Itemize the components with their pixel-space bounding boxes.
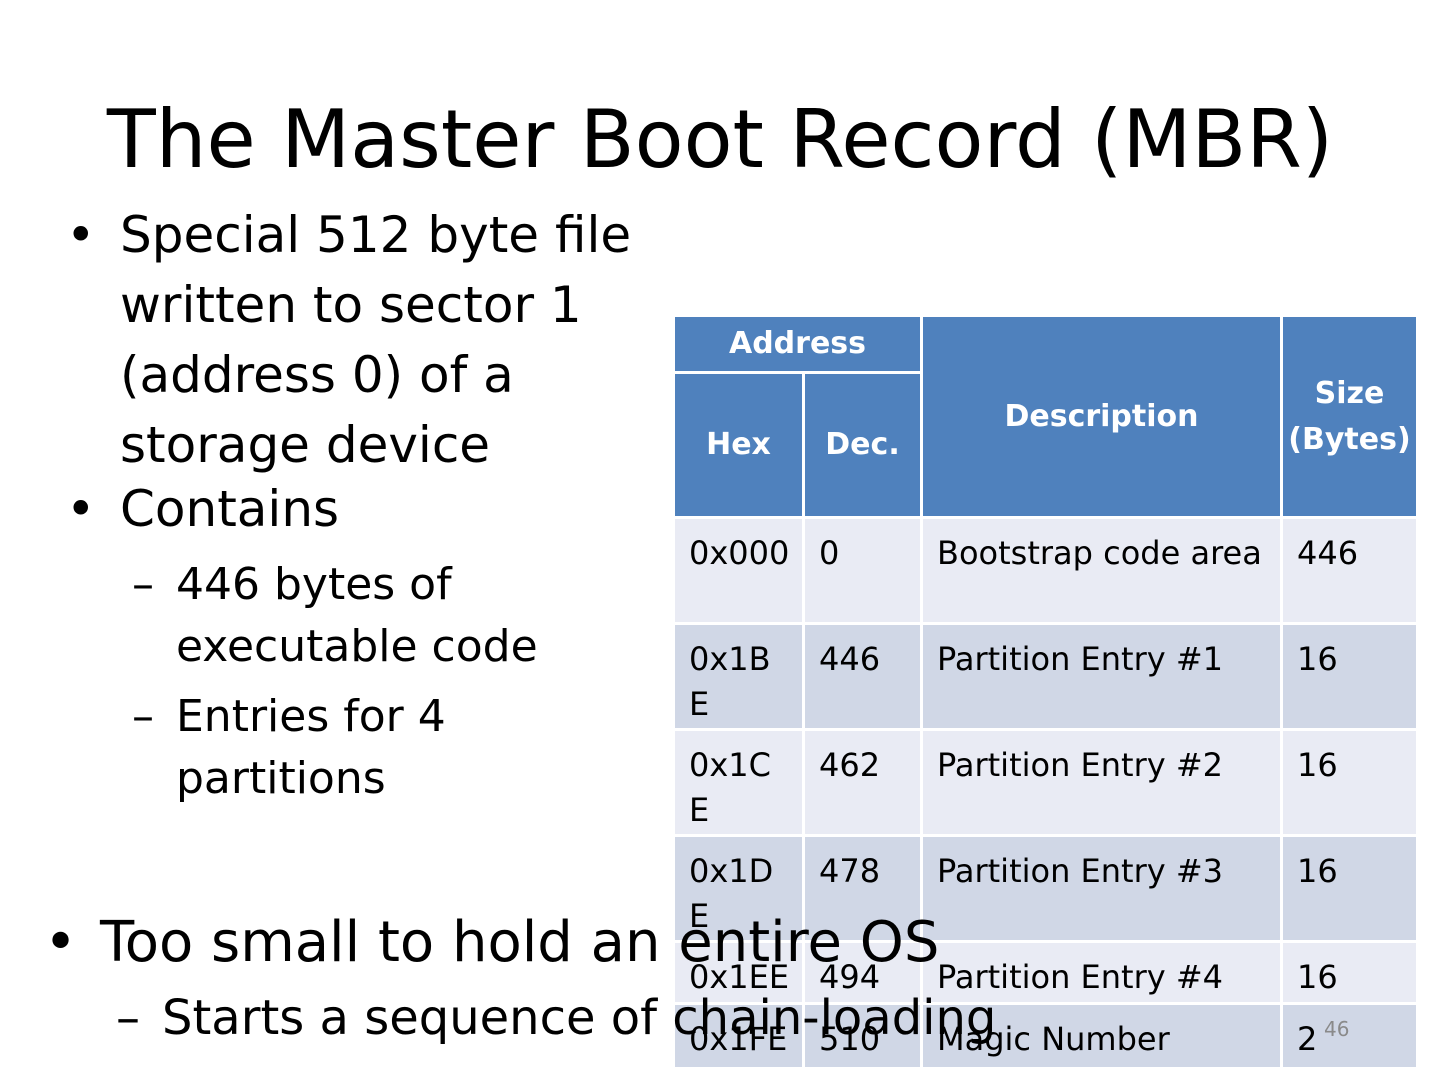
header-description: Description	[920, 314, 1283, 519]
cell-hex: 0x1CE	[672, 728, 805, 837]
dash-marker: –	[116, 990, 140, 1046]
table-row: 0x1CE 462 Partition Entry #2 16	[672, 728, 1419, 837]
sub-bullet-text: 446 bytes of executable code	[176, 559, 538, 672]
cell-description: Bootstrap code area	[920, 516, 1283, 625]
cell-hex: 0x1BE	[672, 622, 805, 731]
mbr-layout-table: Address Description Size (Bytes) Hex Dec…	[672, 314, 1419, 1070]
header-size: Size (Bytes)	[1280, 314, 1419, 519]
cell-size: 446	[1280, 516, 1419, 625]
cell-dec: 0	[802, 516, 923, 625]
bullet-list: • Special 512 byte file written to secto…	[66, 200, 666, 810]
sub-bullet-text: Entries for 4 partitions	[176, 691, 446, 804]
sub-bullet-item: – 446 bytes of executable code	[66, 554, 666, 678]
sub-bullet-item: – Entries for 4 partitions	[66, 686, 666, 810]
table-header-row: Address Description Size (Bytes)	[672, 314, 1419, 519]
header-address: Address	[672, 314, 923, 374]
bullet-marker: •	[66, 206, 96, 264]
table-row: 0x1BE 446 Partition Entry #1 16	[672, 622, 1419, 731]
dash-marker: –	[132, 691, 154, 742]
cell-dec: 510	[802, 1002, 923, 1070]
table-row: 0x1EE 494 Partition Entry #4 16	[672, 940, 1419, 1005]
cell-size: 16	[1280, 834, 1419, 943]
header-hex: Hex	[672, 371, 805, 519]
cell-dec: 462	[802, 728, 923, 837]
cell-dec: 446	[802, 622, 923, 731]
bullet-marker: •	[44, 910, 78, 975]
cell-description: Magic Number	[920, 1002, 1283, 1070]
cell-description: Partition Entry #1	[920, 622, 1283, 731]
cell-dec: 494	[802, 940, 923, 1005]
sub-bullet-text: Starts a sequence of chain-loading	[162, 990, 997, 1046]
table-row: 0x1DE 478 Partition Entry #3 16	[672, 834, 1419, 943]
bullet-text: Contains	[120, 480, 340, 538]
slide-title: The Master Boot Record (MBR)	[106, 93, 1334, 186]
bottom-bullet-list: • Too small to hold an entire OS – Start…	[44, 905, 1440, 1053]
cell-description: Partition Entry #4	[920, 940, 1283, 1005]
sub-bullet-item: – Starts a sequence of chain-loading	[44, 983, 1440, 1053]
cell-hex: 0x1EE	[672, 940, 805, 1005]
bullet-item: • Special 512 byte file written to secto…	[66, 200, 666, 480]
cell-hex: 0x1FE	[672, 1002, 805, 1070]
header-dec: Dec.	[802, 371, 923, 519]
mbr-table-container: Address Description Size (Bytes) Hex Dec…	[672, 314, 1419, 1070]
cell-size: 16	[1280, 940, 1419, 1005]
bullet-text: Too small to hold an entire OS	[100, 910, 940, 975]
page-number: 46	[1324, 1017, 1350, 1041]
bullet-marker: •	[66, 480, 96, 538]
bullet-item: • Too small to hold an entire OS	[44, 905, 1440, 981]
cell-size: 16	[1280, 728, 1419, 837]
cell-description: Partition Entry #3	[920, 834, 1283, 943]
cell-dec: 478	[802, 834, 923, 943]
cell-size: 2	[1280, 1002, 1419, 1070]
cell-size: 16	[1280, 622, 1419, 731]
table-subheader-row: Hex Dec.	[672, 371, 1418, 519]
dash-marker: –	[132, 559, 154, 610]
table-row: 0x000 0 Bootstrap code area 446	[672, 516, 1419, 625]
cell-description: Partition Entry #2	[920, 728, 1283, 837]
table-row: 0x1FE 510 Magic Number 2	[672, 1002, 1419, 1070]
cell-hex: 0x000	[672, 516, 805, 625]
bullet-item: • Contains	[66, 474, 666, 544]
bullet-text: Special 512 byte file written to sector …	[120, 206, 632, 474]
cell-hex: 0x1DE	[672, 834, 805, 943]
